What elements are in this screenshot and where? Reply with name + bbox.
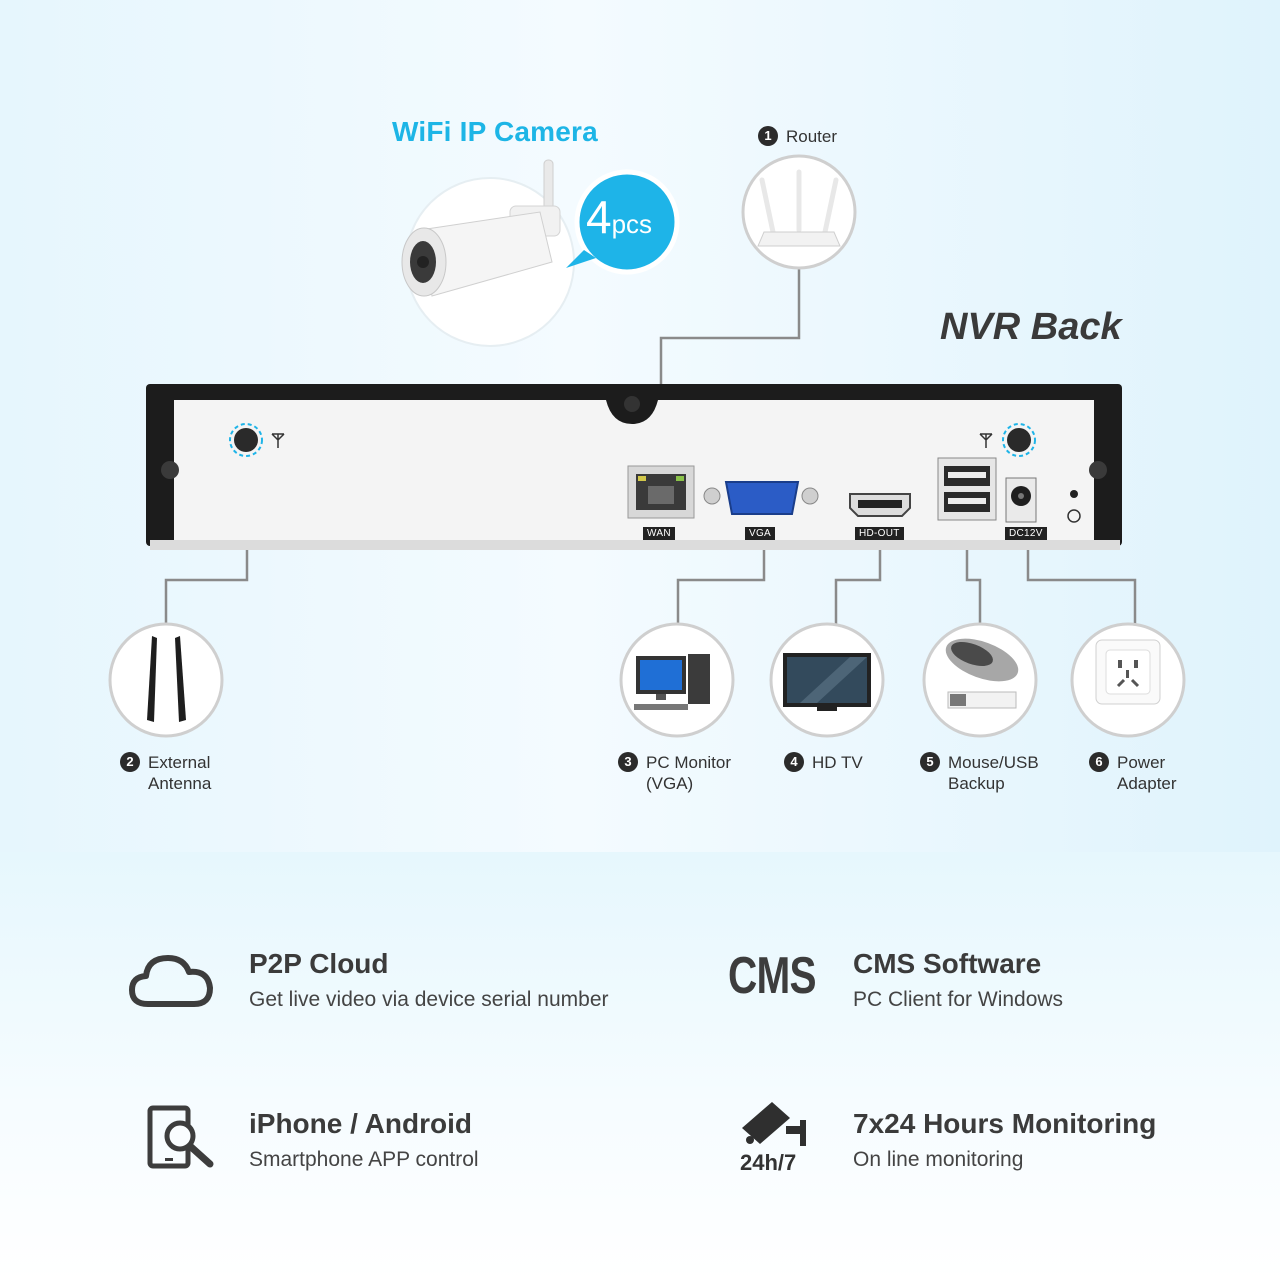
- usb-ports: [937, 457, 997, 521]
- connection-label-line1: Router: [786, 127, 838, 146]
- connection-label-line1: Power: [1117, 753, 1166, 772]
- connection-number: 5: [920, 752, 940, 772]
- connection-label-hd-tv: 4 HD TV: [784, 752, 863, 773]
- quantity-bubble: [566, 169, 680, 275]
- feature-desc: Smartphone APP control: [249, 1148, 479, 1171]
- connection-label-line2: Backup: [948, 774, 1005, 793]
- connection-number: 6: [1089, 752, 1109, 772]
- hdout-port-label: HD-OUT: [855, 527, 904, 540]
- feature-title: CMS Software: [853, 948, 1042, 979]
- quantity-label: 4pcs: [586, 190, 652, 244]
- hd-tv-image: [769, 622, 885, 738]
- connection-label-pc-monitor: 3 PC Monitor (VGA): [618, 752, 731, 794]
- hdmi-port: [849, 493, 911, 517]
- camera-title: WiFi IP Camera: [392, 116, 598, 147]
- nvr-title: NVR Back: [940, 306, 1122, 348]
- connection-label-router: 1 Router: [758, 126, 837, 147]
- cloud-icon: [129, 955, 213, 1007]
- cms-logo: CMS: [728, 947, 817, 1005]
- bottom-background: [0, 852, 1280, 1280]
- connection-number: 4: [784, 752, 804, 772]
- dc-power-port: [1005, 477, 1081, 523]
- connection-label-line1: PC Monitor: [646, 753, 732, 772]
- antenna-image: [108, 622, 224, 738]
- monitoring-badge: 24h/7: [740, 1150, 797, 1175]
- phone-search-icon: [147, 1105, 214, 1169]
- connection-number: 3: [618, 752, 638, 772]
- connection-label-mouse-usb: 5 Mouse/USB Backup: [920, 752, 1039, 794]
- quantity-number: 4: [586, 191, 612, 243]
- wan-port-label: WAN: [643, 527, 675, 540]
- dc-port-label: DC12V: [1005, 527, 1047, 540]
- antenna-port-right: [979, 423, 1036, 457]
- feature-cms-software: CMS Software PC Client for Windows: [853, 948, 1063, 1012]
- connection-label-line1: External: [148, 753, 211, 772]
- connection-number: 2: [120, 752, 140, 772]
- connection-label-line2: Antenna: [148, 774, 212, 793]
- vga-port: [703, 481, 819, 515]
- feature-desc: Get live video via device serial number: [249, 988, 609, 1011]
- diagram-scene: [108, 154, 1186, 738]
- power-adapter-image: [1070, 622, 1186, 738]
- connection-label-line2: (VGA): [646, 774, 694, 793]
- quantity-unit: pcs: [611, 209, 653, 239]
- router-image: [741, 154, 857, 270]
- feature-desc: On line monitoring: [853, 1148, 1024, 1171]
- feature-iphone-android: iPhone / Android Smartphone APP control: [249, 1108, 479, 1172]
- feature-monitoring: 7x24 Hours Monitoring On line monitoring: [853, 1108, 1156, 1172]
- feature-title: iPhone / Android: [249, 1108, 472, 1139]
- wan-port: [627, 465, 695, 519]
- pc-monitor-image: [619, 622, 735, 738]
- connection-label-line1: HD TV: [812, 753, 863, 772]
- feature-title: P2P Cloud: [249, 948, 389, 979]
- connection-label-line1: Mouse/USB: [948, 753, 1039, 772]
- cctv-camera-icon: [742, 1102, 806, 1146]
- antenna-port-left: [229, 423, 285, 457]
- connection-label-line2: Adapter: [1117, 774, 1177, 793]
- feature-title: 7x24 Hours Monitoring: [853, 1108, 1157, 1139]
- vga-port-label: VGA: [745, 527, 776, 540]
- camera-image: [401, 159, 575, 347]
- feature-p2p-cloud: P2P Cloud Get live video via device seri…: [249, 948, 609, 1012]
- connection-number: 1: [758, 126, 778, 146]
- feature-desc: PC Client for Windows: [853, 988, 1064, 1011]
- mouse-usb-image: [922, 622, 1038, 738]
